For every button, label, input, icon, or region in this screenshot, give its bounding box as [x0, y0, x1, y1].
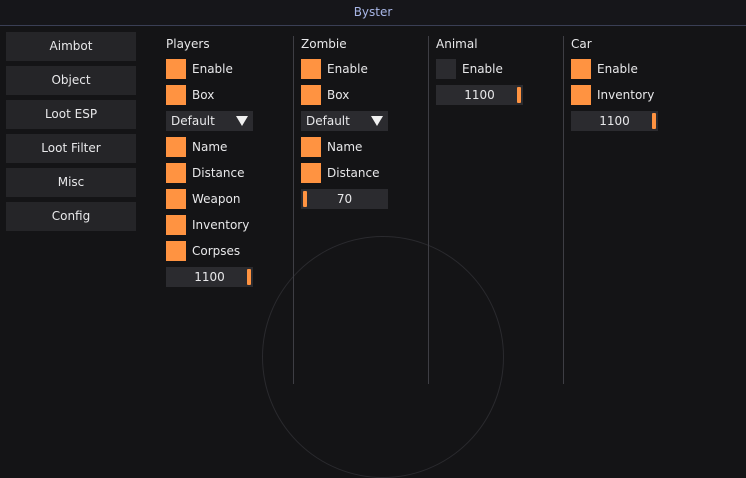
slider-handle[interactable] — [303, 191, 307, 207]
zombie-range-value: 70 — [336, 192, 353, 206]
players-inventory-checkbox[interactable] — [166, 215, 186, 235]
zombie-box-label: Box — [327, 88, 350, 102]
car-range-slider[interactable]: 1100 — [571, 111, 658, 131]
slider-handle[interactable] — [652, 113, 656, 129]
players-enable-checkbox[interactable] — [166, 59, 186, 79]
animal-range-value: 1100 — [464, 88, 495, 102]
players-name-checkbox[interactable] — [166, 137, 186, 157]
zombie-distance-row[interactable]: Distance — [301, 160, 388, 186]
car-range-value: 1100 — [599, 114, 630, 128]
zombie-distance-label: Distance — [327, 166, 380, 180]
zombie-enable-row[interactable]: Enable — [301, 56, 388, 82]
column-divider — [563, 36, 564, 384]
nav-aimbot-button[interactable]: Aimbot — [6, 32, 136, 61]
car-inventory-checkbox[interactable] — [571, 85, 591, 105]
window-title: Byster — [0, 0, 746, 26]
nav-misc-button[interactable]: Misc — [6, 168, 136, 197]
players-corpses-label: Corpses — [192, 244, 241, 258]
players-box-checkbox[interactable] — [166, 85, 186, 105]
players-column: Players Enable Box Default Name Distance… — [166, 36, 253, 290]
animal-title: Animal — [436, 37, 478, 51]
players-weapon-checkbox[interactable] — [166, 189, 186, 209]
players-box-row[interactable]: Box — [166, 82, 253, 108]
players-title: Players — [166, 37, 210, 51]
zombie-distance-checkbox[interactable] — [301, 163, 321, 183]
players-inventory-row[interactable]: Inventory — [166, 212, 253, 238]
players-corpses-checkbox[interactable] — [166, 241, 186, 261]
animal-enable-row[interactable]: Enable — [436, 56, 523, 82]
zombie-enable-label: Enable — [327, 62, 368, 76]
players-distance-checkbox[interactable] — [166, 163, 186, 183]
car-title: Car — [571, 37, 592, 51]
zombie-range-slider[interactable]: 70 — [301, 189, 388, 209]
players-name-label: Name — [192, 140, 228, 154]
players-box-style-value: Default — [171, 114, 215, 128]
players-range-slider[interactable]: 1100 — [166, 267, 253, 287]
chevron-down-icon — [236, 116, 248, 126]
players-distance-label: Distance — [192, 166, 245, 180]
car-inventory-row[interactable]: Inventory — [571, 82, 658, 108]
players-box-label: Box — [192, 88, 215, 102]
zombie-name-label: Name — [327, 140, 363, 154]
players-enable-label: Enable — [192, 62, 233, 76]
car-enable-label: Enable — [597, 62, 638, 76]
zombie-name-row[interactable]: Name — [301, 134, 388, 160]
nav-object-button[interactable]: Object — [6, 66, 136, 95]
car-inventory-label: Inventory — [597, 88, 655, 102]
column-divider — [293, 36, 294, 384]
sidebar-nav: Aimbot Object Loot ESP Loot Filter Misc … — [6, 32, 136, 236]
car-enable-row[interactable]: Enable — [571, 56, 658, 82]
zombie-box-style-value: Default — [306, 114, 350, 128]
animal-column: Animal Enable 1100 — [436, 36, 523, 108]
zombie-column: Zombie Enable Box Default Name Distance … — [301, 36, 388, 212]
chevron-down-icon — [371, 116, 383, 126]
car-enable-checkbox[interactable] — [571, 59, 591, 79]
slider-handle[interactable] — [517, 87, 521, 103]
players-weapon-row[interactable]: Weapon — [166, 186, 253, 212]
players-name-row[interactable]: Name — [166, 134, 253, 160]
zombie-title: Zombie — [301, 37, 347, 51]
players-inventory-label: Inventory — [192, 218, 250, 232]
animal-enable-label: Enable — [462, 62, 503, 76]
zombie-box-style-dropdown[interactable]: Default — [301, 111, 388, 131]
nav-loot-filter-button[interactable]: Loot Filter — [6, 134, 136, 163]
car-column: Car Enable Inventory 1100 — [571, 36, 658, 134]
players-box-style-dropdown[interactable]: Default — [166, 111, 253, 131]
zombie-box-row[interactable]: Box — [301, 82, 388, 108]
background-crosshair-circle — [262, 236, 504, 478]
nav-loot-esp-button[interactable]: Loot ESP — [6, 100, 136, 129]
players-distance-row[interactable]: Distance — [166, 160, 253, 186]
nav-config-button[interactable]: Config — [6, 202, 136, 231]
players-corpses-row[interactable]: Corpses — [166, 238, 253, 264]
animal-range-slider[interactable]: 1100 — [436, 85, 523, 105]
zombie-name-checkbox[interactable] — [301, 137, 321, 157]
slider-handle[interactable] — [247, 269, 251, 285]
players-range-value: 1100 — [194, 270, 225, 284]
zombie-enable-checkbox[interactable] — [301, 59, 321, 79]
zombie-box-checkbox[interactable] — [301, 85, 321, 105]
players-weapon-label: Weapon — [192, 192, 241, 206]
animal-enable-checkbox[interactable] — [436, 59, 456, 79]
column-divider — [428, 36, 429, 384]
players-enable-row[interactable]: Enable — [166, 56, 253, 82]
